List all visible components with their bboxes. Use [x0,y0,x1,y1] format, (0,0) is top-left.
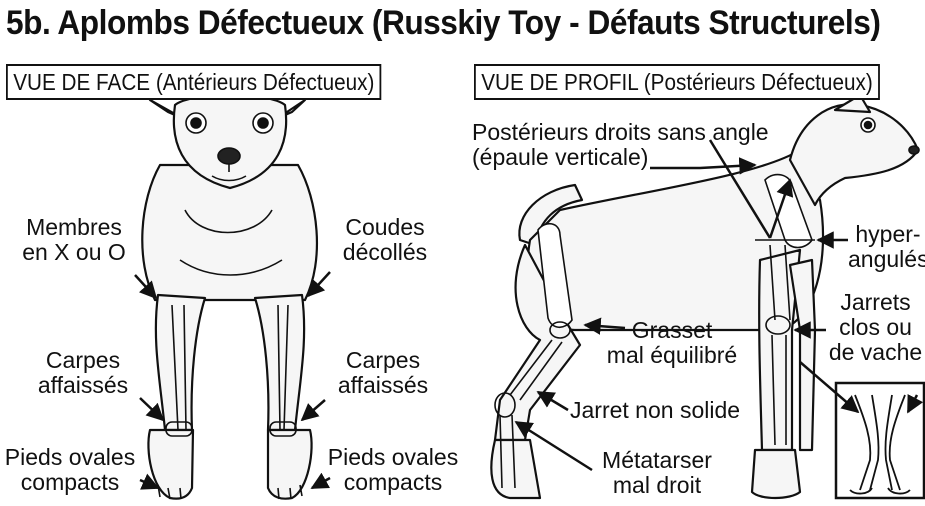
front-panel-label: VUE DE FACE (Antérieurs Défectueux) [6,64,382,100]
label-posterieurs-line2: (épaule verticale) [472,145,769,170]
label-pieds-right: Pieds ovales compacts [318,445,468,495]
label-grasset-line1: Grasset [592,318,752,343]
label-metatarser: Métatarser mal droit [592,448,722,498]
label-carpes-right-line1: Carpes [328,348,438,373]
label-membres: Membres en X ou O [14,215,134,265]
label-carpes-left-line2: affaissés [28,373,138,398]
label-hyper-line1: hyper- [848,222,925,247]
cow-hocks-inset [836,383,924,498]
label-carpes-left: Carpes affaissés [28,348,138,398]
label-pieds-right-line2: compacts [318,470,468,495]
label-pieds-left: Pieds ovales compacts [0,445,140,495]
label-metatarser-line2: mal droit [592,473,722,498]
label-posterieurs-line1: Postérieurs droits sans angle [472,120,769,145]
label-posterieurs: Postérieurs droits sans angle (épaule ve… [472,120,769,170]
label-carpes-right-line2: affaissés [328,373,438,398]
label-coudes: Coudes décollés [330,215,440,265]
label-pieds-right-line1: Pieds ovales [318,445,468,470]
label-hyper: hyper- angulés [848,222,925,272]
label-coudes-line2: décollés [330,240,440,265]
label-pieds-left-line2: compacts [0,470,140,495]
label-hyper-line2: angulés [848,247,925,272]
label-membres-line2: en X ou O [14,240,134,265]
label-carpes-right: Carpes affaissés [328,348,438,398]
label-pieds-left-line1: Pieds ovales [0,445,140,470]
label-metatarser-line1: Métatarser [592,448,722,473]
label-jarret-solide: Jarret non solide [570,398,740,423]
label-jarrets-line3: de vache [826,340,925,365]
label-grasset: Grasset mal équilibré [592,318,752,368]
label-membres-line1: Membres [14,215,134,240]
label-jarrets: Jarrets clos ou de vache [826,290,925,365]
label-coudes-line1: Coudes [330,215,440,240]
label-jarrets-line2: clos ou [826,315,925,340]
label-jarrets-line1: Jarrets [826,290,925,315]
label-carpes-left-line1: Carpes [28,348,138,373]
label-grasset-line2: mal équilibré [592,343,752,368]
profile-panel-label: VUE DE PROFIL (Postérieurs Défectueux) [474,64,880,100]
